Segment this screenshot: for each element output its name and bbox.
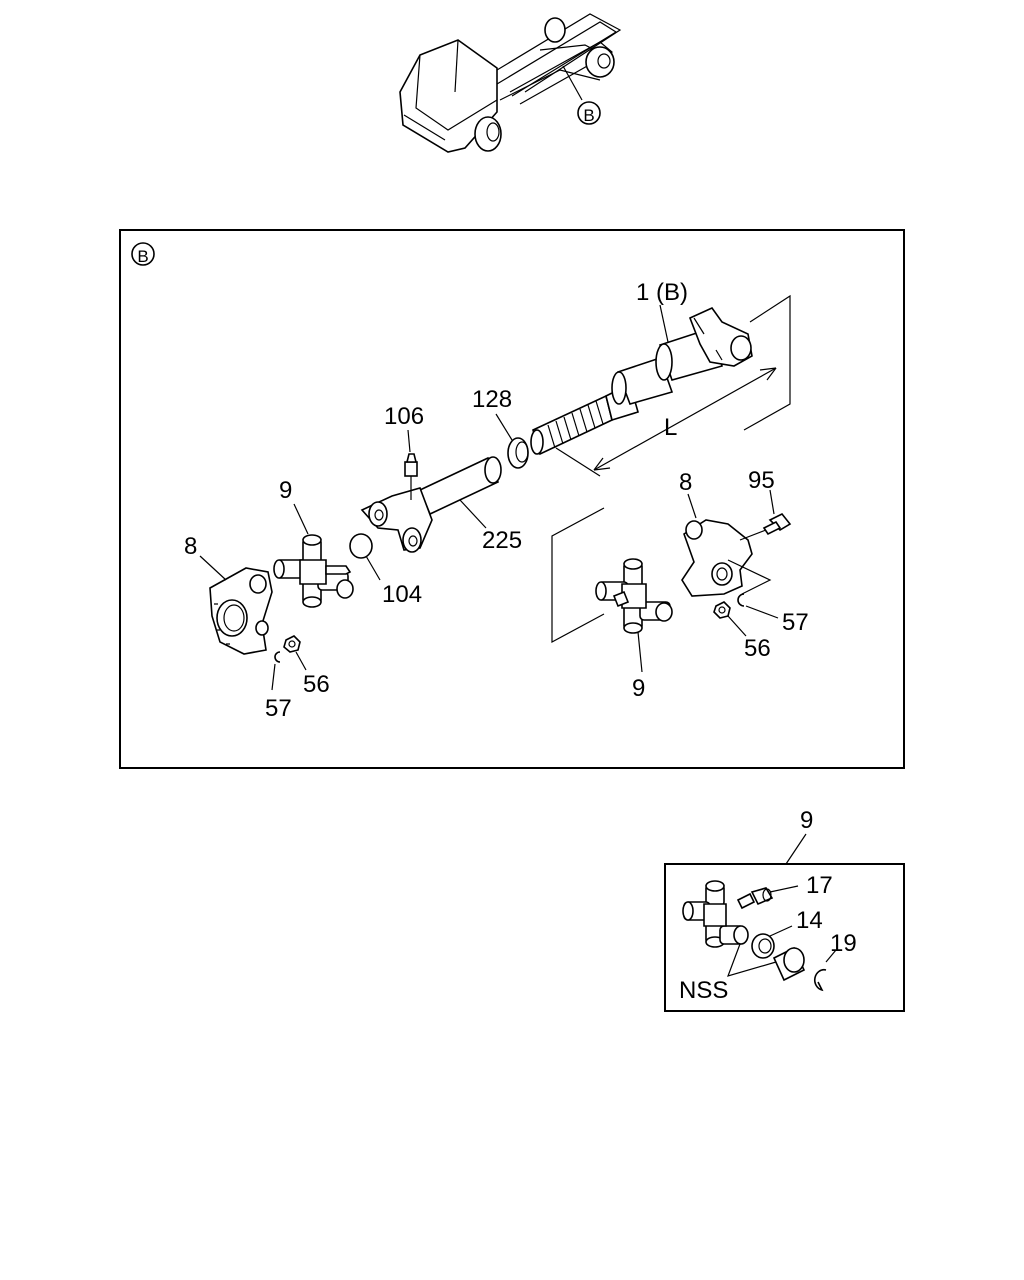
view-marker-circle <box>577 101 601 125</box>
grease-nipple <box>404 453 418 500</box>
propeller-shaft-assembly <box>530 306 753 456</box>
label-nut-left: 56 <box>303 671 330 698</box>
spider-left <box>273 534 354 608</box>
flange-yoke-left <box>209 567 273 655</box>
detail-b-frame <box>119 229 905 769</box>
label-spider-right: 9 <box>632 675 645 702</box>
inset-title: 9 <box>800 807 813 834</box>
inset-bearing-cup <box>772 946 806 982</box>
washer-right <box>737 593 745 607</box>
nut-right <box>713 601 731 619</box>
label-spline-seal: 128 <box>472 386 512 413</box>
label-washer-left: 57 <box>265 695 292 722</box>
spline-seal <box>507 437 529 469</box>
length-dimension: L <box>555 294 791 477</box>
inset-spider <box>682 880 749 948</box>
label-washer-right: 57 <box>782 609 809 636</box>
inset-nipple <box>736 887 774 910</box>
label-plug: 104 <box>382 581 422 608</box>
label-slip-yoke: 225 <box>482 527 522 554</box>
label-length-dim: L <box>664 414 677 441</box>
label-nipple: 17 <box>806 872 833 899</box>
slip-yoke <box>360 456 502 553</box>
inset-seal <box>751 933 775 959</box>
label-nut-right: 56 <box>744 635 771 662</box>
spider-right <box>595 558 673 634</box>
detail-b-marker: B <box>137 247 148 266</box>
flange-yoke-right <box>681 519 772 597</box>
label-bolt-right: 95 <box>748 467 775 494</box>
bolt-right <box>739 512 792 541</box>
washer-left <box>274 651 281 663</box>
label-flange-yoke-left: 8 <box>184 533 197 560</box>
inset-9-frame <box>664 863 905 1012</box>
nut-left <box>283 635 301 653</box>
label-spider-left: 9 <box>279 477 292 504</box>
label-nss: NSS <box>679 977 728 1004</box>
label-shaft-assembly: 1 (B) <box>636 279 688 306</box>
inset-snap-ring <box>814 968 827 992</box>
label-flange-yoke-right: 8 <box>679 469 692 496</box>
detail-b-marker-circle <box>131 242 155 266</box>
truck-overview: B <box>399 13 622 153</box>
view-marker-label: B <box>583 106 594 125</box>
plug <box>349 533 373 559</box>
label-snap-ring: 19 <box>830 930 857 957</box>
label-seal: 14 <box>796 907 823 934</box>
label-grease-nipple: 106 <box>384 403 424 430</box>
